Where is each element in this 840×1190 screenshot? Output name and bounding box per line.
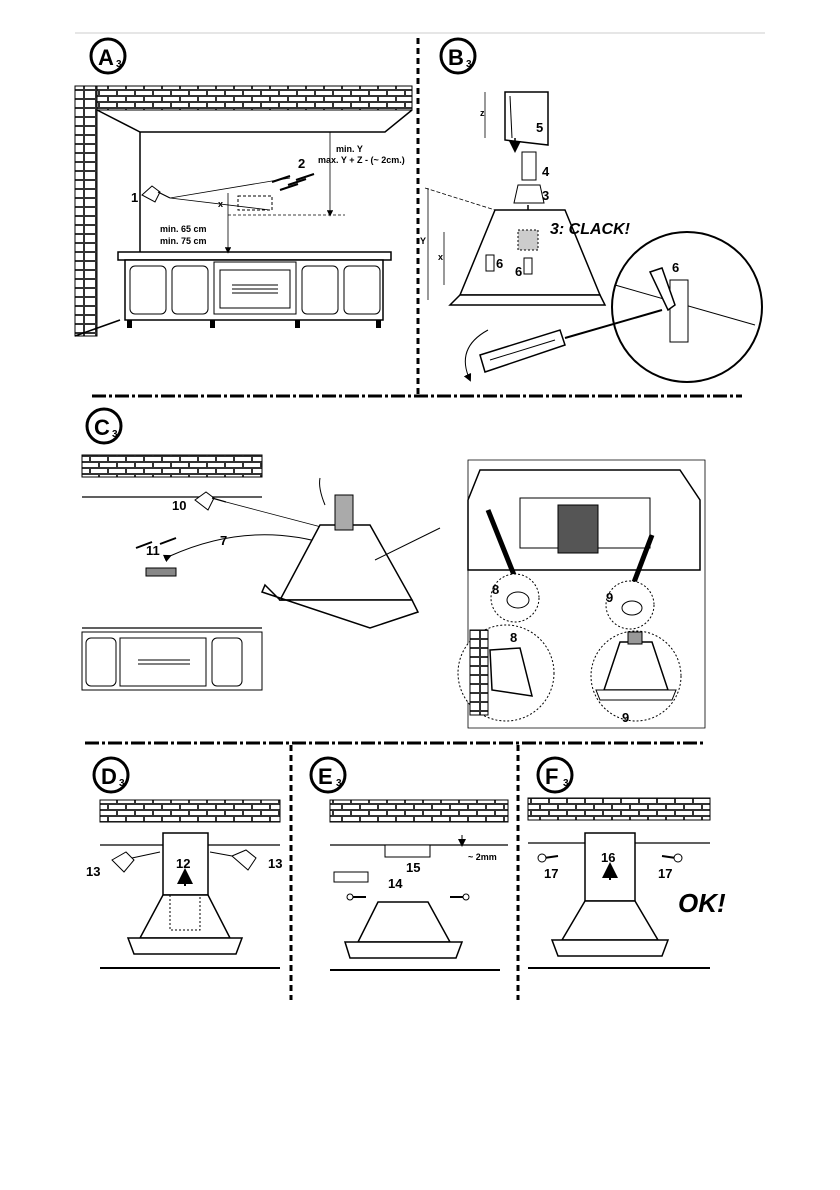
- panel-a-sub: 3: [116, 59, 122, 70]
- step-9b-label: 9: [622, 710, 629, 725]
- panel-b: B 3 5 z 4 3 3: CLACK! Y x 6 6: [420, 37, 763, 383]
- panel-a: A 3 1: [74, 37, 413, 337]
- step-13a-label: 13: [86, 864, 100, 879]
- panel-e-sub: 3: [336, 778, 342, 789]
- panel-b-letter: B: [448, 45, 464, 70]
- z-dimension-label: z: [480, 108, 485, 118]
- panel-f-letter: F: [545, 764, 558, 789]
- adapter: [513, 184, 545, 204]
- drill-icon-c: [194, 491, 227, 511]
- step-12-label: 12: [176, 856, 190, 871]
- screw-icon-e-right: [450, 893, 470, 901]
- step-6b-label: 6: [515, 264, 522, 279]
- hood-body-d: [138, 894, 232, 939]
- hood-body-f: [560, 900, 660, 941]
- ceiling-bricks: [96, 85, 413, 111]
- wall-plugs-icon-c: [135, 537, 177, 549]
- panel-b-badge: B 3: [439, 37, 477, 75]
- ok-label: OK!: [678, 888, 726, 918]
- kitchen-counter-c: [81, 627, 263, 691]
- drill-icon-d-right: [209, 849, 257, 871]
- step-7-label: 7: [220, 533, 227, 548]
- panel-f-sub: 3: [563, 778, 569, 789]
- panel-f-badge: F 3: [536, 756, 574, 794]
- chimney-cover: [504, 91, 549, 146]
- step-8b-label: 8: [510, 630, 517, 645]
- ceiling-bricks-f: [527, 797, 711, 821]
- panel-b-sub: 3: [466, 59, 472, 70]
- min-75-label: min. 75 cm: [160, 236, 207, 246]
- step-14-label: 14: [388, 876, 403, 891]
- panel-e: E 3 15 ~ 2mm 14: [309, 756, 509, 971]
- bracket-e: [384, 844, 431, 858]
- rotate-arrow: [463, 329, 489, 382]
- step-10-label: 10: [172, 498, 186, 513]
- panel-e-badge: E 3: [309, 756, 347, 794]
- min-65-label: min. 65 cm: [160, 224, 207, 234]
- hood-body: [448, 209, 607, 306]
- wall-bricks: [74, 85, 98, 337]
- max-y-label: max. Y + Z - (~ 2cm.): [318, 155, 405, 165]
- step-11-label: 11: [146, 543, 160, 558]
- bracket-part-e: [333, 871, 369, 883]
- panel-e-letter: E: [318, 764, 333, 789]
- step-6c-label: 6: [672, 260, 679, 275]
- wall-plugs-icon: [271, 173, 315, 191]
- screw-icon-f-left: [537, 853, 559, 863]
- panel-d-letter: D: [101, 764, 117, 789]
- y-dimension-label: Y: [420, 236, 426, 246]
- step-4-label: 4: [542, 164, 550, 179]
- ceiling-bricks-e: [329, 799, 509, 823]
- step-8a-label: 8: [492, 582, 499, 597]
- panel-c-sub: 3: [112, 429, 118, 440]
- x-dimension-label-b: x: [438, 252, 443, 262]
- step-3-label: 3: [542, 188, 549, 203]
- step-9a-label: 9: [606, 590, 613, 605]
- ceiling-bricks-d: [99, 799, 281, 823]
- step-6a-label: 6: [496, 256, 503, 271]
- ceiling-bricks-c: [81, 454, 263, 478]
- step-17b-label: 17: [658, 866, 672, 881]
- panel-d-sub: 3: [119, 778, 125, 789]
- step-15-label: 15: [406, 860, 420, 875]
- drill-icon-d-left: [111, 851, 161, 873]
- step-2-label: 2: [298, 156, 305, 171]
- panel-a-letter: A: [98, 45, 114, 70]
- mounting-bracket: [145, 567, 177, 577]
- clack-label: 3: CLACK!: [550, 221, 631, 238]
- panel-c: C 3 10 11 7: [81, 407, 706, 729]
- screw-icon-f-right: [661, 853, 683, 863]
- kitchen-counter: [117, 251, 392, 328]
- room-outline: [74, 109, 413, 337]
- flex-hose: [521, 151, 537, 181]
- min-y-label: min. Y: [336, 144, 363, 154]
- panel-d-badge: D 3: [92, 756, 130, 794]
- x-dimension-label: x: [218, 199, 223, 209]
- gap-label: ~ 2mm: [468, 852, 497, 862]
- panel-a-badge: A 3: [89, 37, 127, 75]
- hood-body-c: [260, 477, 420, 629]
- drill-icon: [141, 185, 171, 203]
- panel-c-letter: C: [94, 415, 110, 440]
- step-5-label: 5: [536, 120, 543, 135]
- hood-body-e: [356, 901, 452, 943]
- panel-c-badge: C 3: [85, 407, 123, 445]
- screwdriver-icon: [479, 309, 663, 373]
- step-17a-label: 17: [544, 866, 558, 881]
- screw-icon-e-left: [346, 893, 366, 901]
- detail-frame: [467, 459, 706, 729]
- panel-d: D 3 12 13 13: [86, 756, 282, 969]
- step-1-label: 1: [131, 190, 138, 205]
- step-13b-label: 13: [268, 856, 282, 871]
- step-16-label: 16: [601, 850, 615, 865]
- panel-f: F 3 16 17 17 OK!: [527, 756, 726, 969]
